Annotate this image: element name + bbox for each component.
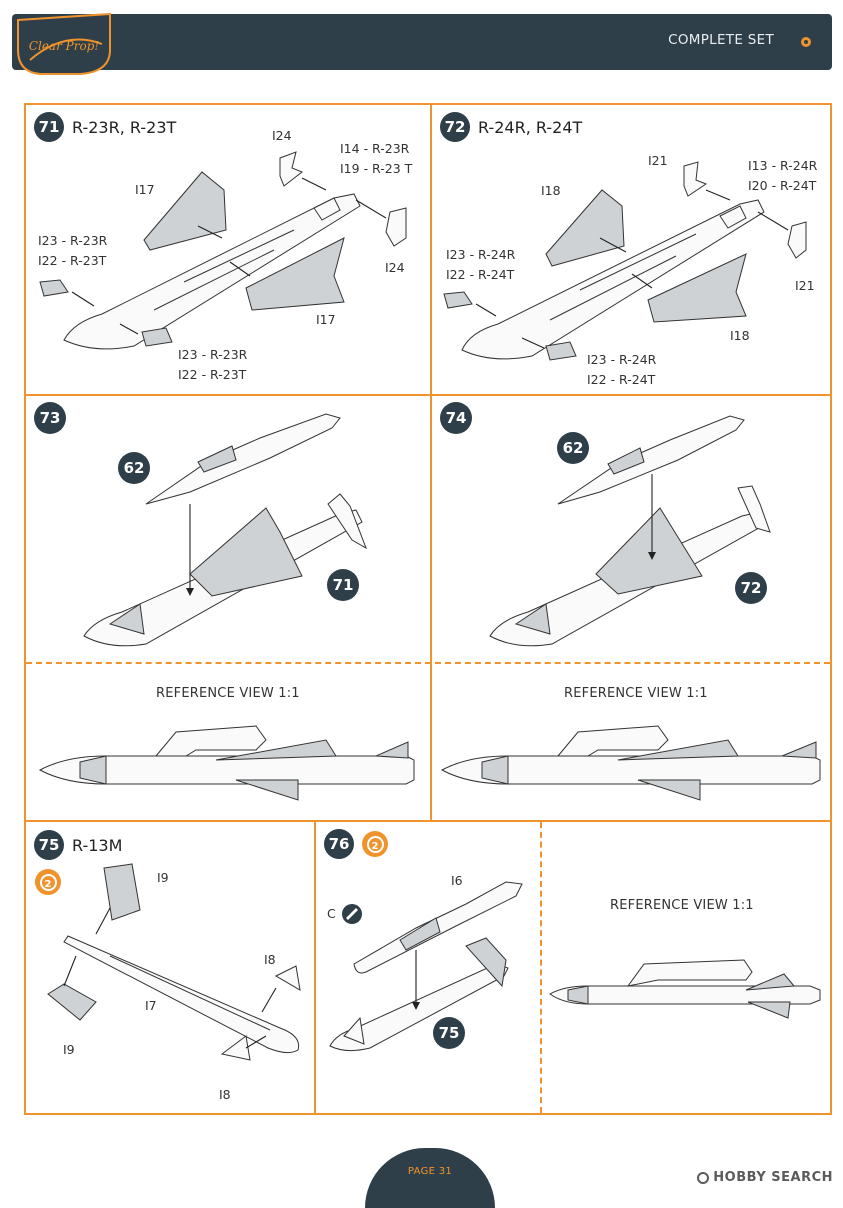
label-i9-top: I9: [157, 870, 169, 885]
reference-view-title: REFERENCE VIEW 1:1: [156, 686, 300, 701]
missile-r24-drawing: [443, 161, 807, 361]
label-i7: I7: [145, 998, 157, 1013]
logo-text: Clear Prop!: [29, 39, 100, 53]
label-i24-top: I24: [272, 128, 292, 143]
ref-badge: 75: [433, 1017, 465, 1049]
missile-r13m-drawing: [47, 863, 301, 1061]
step-76-drawing: [329, 881, 523, 1052]
badge-count: 2: [39, 873, 57, 891]
label-i14: I14 - R-23R: [340, 141, 410, 156]
ref-badge: 72: [735, 572, 767, 604]
watermark: HOBBY SEARCH: [697, 1170, 833, 1185]
label-i8-bottom: I8: [219, 1087, 231, 1102]
label-i21-top: I21: [648, 153, 668, 168]
label-i8-top: I8: [264, 952, 276, 967]
reference-view-r13: [549, 959, 821, 1019]
step-71-heading: 71 R-23R, R-23T: [34, 112, 176, 142]
label-i13: I13 - R-24R: [748, 158, 818, 173]
step-number: 76: [324, 829, 354, 859]
reference-view-title: REFERENCE VIEW 1:1: [564, 686, 708, 701]
label-i17-top: I17: [135, 182, 155, 197]
optional-part-badge: 2: [35, 869, 61, 895]
step-number: 72: [440, 112, 470, 142]
watermark-text: HOBBY SEARCH: [713, 1170, 833, 1185]
step-title: R-24R, R-24T: [478, 117, 583, 137]
missile-r23-drawing: [39, 151, 407, 350]
label-i6: I6: [451, 873, 463, 888]
label-i23-bottom: I23 - R-23R: [178, 347, 248, 362]
watermark-icon: [697, 1171, 710, 1184]
label-i9-bottom: I9: [63, 1042, 75, 1057]
reference-view-r23: [38, 725, 415, 801]
page-number: PAGE 31: [407, 1166, 453, 1177]
divider-vertical: [540, 822, 542, 1113]
label-i22-left: I22 - R-23T: [38, 253, 107, 268]
optional-part-badge: 2: [362, 831, 388, 857]
label-i22-left: I22 - R-24T: [446, 267, 515, 282]
label-i18-top: I18: [541, 183, 561, 198]
step-74-heading: 74: [440, 402, 472, 434]
label-i17-bottom: I17: [316, 312, 336, 327]
reference-view-title: REFERENCE VIEW 1:1: [610, 898, 754, 913]
label-i22-bottom: I22 - R-24T: [587, 372, 656, 387]
brand-logo: Clear Prop!: [10, 10, 120, 80]
step-number: 75: [34, 830, 64, 860]
ref-badge: 62: [557, 432, 589, 464]
label-i22-bottom: I22 - R-23T: [178, 367, 247, 382]
step-76-heading: 76: [324, 829, 354, 859]
header-title: COMPLETE SET: [668, 32, 774, 48]
paint-brush-icon: [342, 904, 362, 924]
step-73-heading: 73: [34, 402, 66, 434]
label-i23-left: I23 - R-24R: [446, 247, 516, 262]
label-i23-bottom: I23 - R-24R: [587, 352, 657, 367]
label-i20: I20 - R-24T: [748, 178, 817, 193]
ref-badge: 62: [118, 452, 150, 484]
label-i24-right: I24: [385, 260, 405, 275]
step-number: 71: [34, 112, 64, 142]
page-number-tab: PAGE 31: [365, 1148, 495, 1208]
step-number: 73: [34, 402, 66, 434]
header-bar: COMPLETE SET: [12, 14, 832, 70]
gear-icon: [801, 37, 811, 47]
step-73-drawing: [83, 413, 367, 647]
step-title: R-13M: [72, 835, 123, 855]
step-title: R-23R, R-23T: [72, 117, 177, 137]
badge-count: 2: [366, 835, 384, 853]
reference-view-r24: [440, 725, 821, 801]
step-74-drawing: [489, 415, 771, 647]
cell-step-76: [314, 820, 832, 1115]
label-i18-bottom: I18: [730, 328, 750, 343]
step-number: 74: [440, 402, 472, 434]
divider-dashed: [26, 662, 830, 664]
label-i19: I19 - R-23 T: [340, 161, 413, 176]
label-i23-left: I23 - R-23R: [38, 233, 108, 248]
label-i21-right: I21: [795, 278, 815, 293]
step-72-heading: 72 R-24R, R-24T: [440, 112, 582, 142]
label-c: C: [327, 906, 336, 921]
step-75-heading: 75 R-13M: [34, 830, 122, 860]
ref-badge: 71: [327, 569, 359, 601]
